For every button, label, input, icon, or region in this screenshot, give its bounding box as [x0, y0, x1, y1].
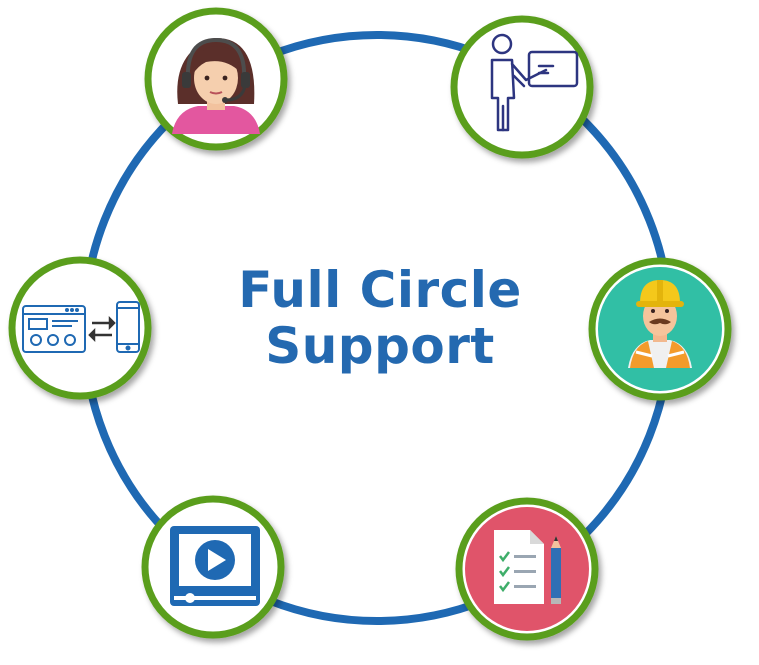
title-line-1: Full Circle: [238, 261, 522, 319]
diagram-title: Full Circle Support: [180, 262, 580, 374]
device-sync-icon: [22, 301, 140, 353]
construction-worker-icon: [598, 267, 722, 391]
worker-node: [588, 257, 732, 401]
title-line-2: Support: [265, 317, 495, 375]
video-node: [141, 495, 285, 639]
device-sync-node: [8, 256, 152, 400]
presenter-node: [450, 15, 594, 159]
presenter-whiteboard-icon: [490, 33, 579, 132]
checklist-node: [455, 497, 599, 641]
headset-agent-node: [144, 7, 288, 151]
checklist-pencil-icon: [465, 507, 589, 631]
video-player-icon: [170, 526, 260, 606]
sync-arrows-icon: [88, 315, 116, 343]
headset-agent-icon: [158, 21, 274, 137]
